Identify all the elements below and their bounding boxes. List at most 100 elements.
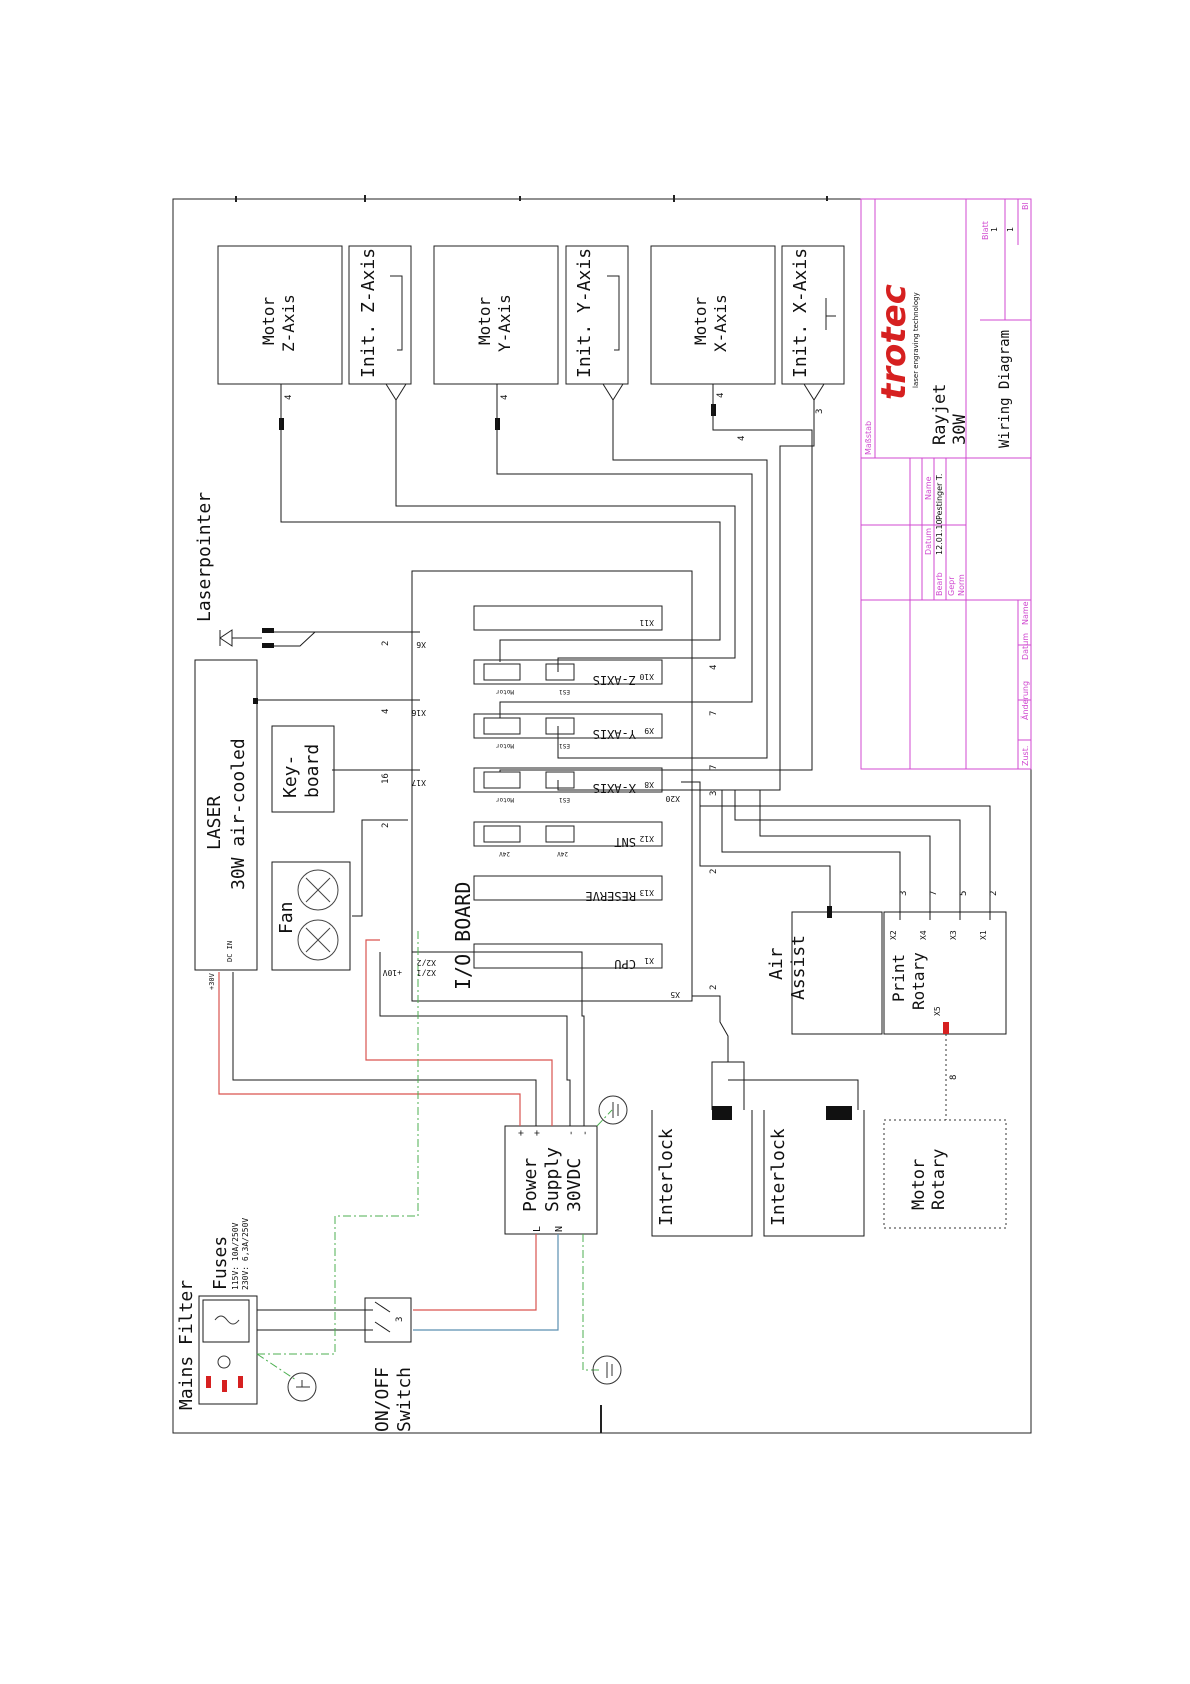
slot-x12-name: SNT xyxy=(614,835,636,849)
pr-x5: X5 xyxy=(933,1006,942,1016)
slot-x13-id: X13 xyxy=(639,888,654,897)
bl-label: Bl xyxy=(1021,202,1030,210)
motor-z-label: Motor xyxy=(259,296,278,345)
wc-x5: 2 xyxy=(709,985,719,990)
motor-rotary-box xyxy=(883,1119,1007,1229)
gepr-label: Gepr xyxy=(947,576,956,596)
keyboard-box xyxy=(271,725,335,813)
slot-x9 xyxy=(473,713,663,739)
wc-switch: 3 xyxy=(395,1317,405,1322)
air-assist-box xyxy=(791,911,883,1035)
rotary-connector xyxy=(943,1022,949,1034)
bearb-label: Bearb xyxy=(935,572,944,596)
laserpointer-label: Laserpointer xyxy=(194,492,215,622)
wc-x10-in: 4 xyxy=(709,665,719,670)
slot-x11 xyxy=(473,605,663,631)
slot-x10 xyxy=(473,659,663,685)
fan-box xyxy=(271,861,351,971)
wc-fan: 2 xyxy=(381,823,391,828)
slot-x13 xyxy=(473,875,663,901)
blatt-value-1: 1 xyxy=(990,227,999,232)
wc-x-init: 3 xyxy=(815,409,825,414)
motor-x-label: Motor xyxy=(691,296,710,345)
slot-x10-id: X10 xyxy=(639,672,654,681)
wc-laserpointer: 2 xyxy=(381,641,391,646)
motor-y-label: Motor xyxy=(475,296,494,345)
psu-minus-1: - xyxy=(566,1130,577,1136)
interlock-2-label: Interlock xyxy=(768,1128,789,1226)
rev-name-label: Name xyxy=(1021,601,1030,625)
slot-x1-name: CPU xyxy=(614,957,636,971)
datum-label: Datum xyxy=(924,528,933,555)
mains-filter-box xyxy=(198,1295,258,1405)
blatt-value-2: 1 xyxy=(1006,227,1015,232)
wc-pr-x1: 2 xyxy=(989,891,999,896)
wc-x-motor: 4 xyxy=(716,393,726,398)
motor-rotary-label-1: Motor xyxy=(909,1159,929,1210)
wc-x9-in: 7 xyxy=(709,711,719,716)
x10-es1-label: ES1 xyxy=(559,688,570,695)
fan-label: Fan xyxy=(276,901,297,934)
slot-x10-name: Z-AXIS xyxy=(593,673,636,687)
x8-es1-label: ES1 xyxy=(559,796,570,803)
wc-pr-x4: 7 xyxy=(929,891,939,896)
io-board-box xyxy=(411,570,693,1002)
wc-keyboard: 16 xyxy=(381,773,391,784)
wc-y-motor: 4 xyxy=(500,395,510,400)
x9-motor-label: Motor xyxy=(496,742,514,749)
switch-box xyxy=(364,1297,412,1343)
title-block xyxy=(860,198,1032,770)
fuse-spec-1: 115V: 10A/250V xyxy=(231,1222,240,1290)
psu-n: N xyxy=(554,1226,565,1232)
slot-x12 xyxy=(473,821,663,847)
conn-x6: X6 xyxy=(416,640,426,649)
trotec-tagline: laser engraving technology xyxy=(912,292,920,388)
earth-symbol-mains xyxy=(287,1372,317,1402)
wc-laser: 4 xyxy=(381,709,391,714)
slot-x9-name: Y-AXIS xyxy=(593,727,636,741)
slot-x1 xyxy=(473,943,663,969)
psu-label-3: 30VDC xyxy=(564,1158,585,1212)
init-x-box xyxy=(781,245,845,385)
frame-ticks xyxy=(235,195,828,1433)
slot-x12-id: X12 xyxy=(639,834,654,843)
wc-x8-in: 7 xyxy=(709,765,719,770)
conn-x20: X20 xyxy=(665,794,680,803)
init-y-label: Init. Y-Axis xyxy=(574,248,595,378)
switch-label-1: ON/OFF xyxy=(372,1367,393,1432)
aenderung-label: Änderung xyxy=(1020,681,1030,720)
init-z-label: Init. Z-Axis xyxy=(358,248,379,378)
slot-x9-id: X9 xyxy=(644,726,654,735)
print-rotary-label-2: Rotary xyxy=(909,952,928,1010)
trotec-logo: trotec xyxy=(874,284,914,400)
name-label: Name xyxy=(924,476,933,500)
x12-24v-a: 24V xyxy=(499,850,510,857)
init-y-box xyxy=(565,245,629,385)
air-assist-label-1: Air xyxy=(766,947,787,980)
massstab-label: Maßstab xyxy=(864,421,873,455)
pr-x1: X1 xyxy=(979,930,988,940)
wc-x20: 3 xyxy=(709,791,719,796)
slot-x8 xyxy=(473,767,663,793)
product-power: 30W xyxy=(950,414,970,445)
wc-pr-x3: 5 xyxy=(959,891,969,896)
wc-pr-x2: 3 xyxy=(899,891,909,896)
pr-x2: X2 xyxy=(889,930,898,940)
psu-l: L xyxy=(532,1226,543,1232)
psu-plus-2: + xyxy=(532,1130,543,1136)
psu-minus-2: - xyxy=(580,1130,591,1136)
slot-x8-name: X-AXIS xyxy=(593,781,636,795)
io-board-label: I/O BOARD xyxy=(451,882,475,990)
x12-24v-b: 24V xyxy=(557,850,568,857)
rev-datum-label: Datum xyxy=(1021,633,1030,660)
bearb-name: Pestinger T. xyxy=(935,474,944,520)
conn-plus10v: +10V xyxy=(383,968,402,977)
motor-z-axis: Z-Axis xyxy=(279,294,298,352)
laser-box xyxy=(194,659,258,971)
plus30v-label: +30V xyxy=(208,972,216,990)
fuses-label: Fuses xyxy=(210,1236,231,1290)
wc-air: 2 xyxy=(709,869,719,874)
blatt-label: Blatt xyxy=(981,221,990,240)
pr-x3: X3 xyxy=(949,930,958,940)
